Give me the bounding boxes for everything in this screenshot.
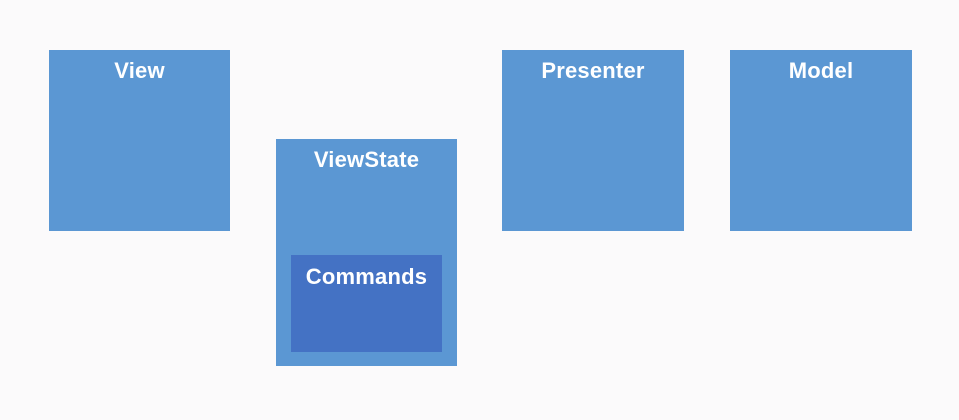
view-box: View: [49, 50, 230, 231]
viewstate-box: ViewState Commands: [276, 139, 457, 366]
commands-box: Commands: [291, 255, 442, 352]
view-box-label: View: [114, 58, 165, 83]
model-box-label: Model: [788, 58, 854, 83]
commands-box-label: Commands: [305, 264, 428, 289]
model-box: Model: [730, 50, 912, 231]
presenter-box-label: Presenter: [541, 58, 645, 83]
presenter-box: Presenter: [502, 50, 684, 231]
viewstate-box-label: ViewState: [313, 147, 420, 172]
